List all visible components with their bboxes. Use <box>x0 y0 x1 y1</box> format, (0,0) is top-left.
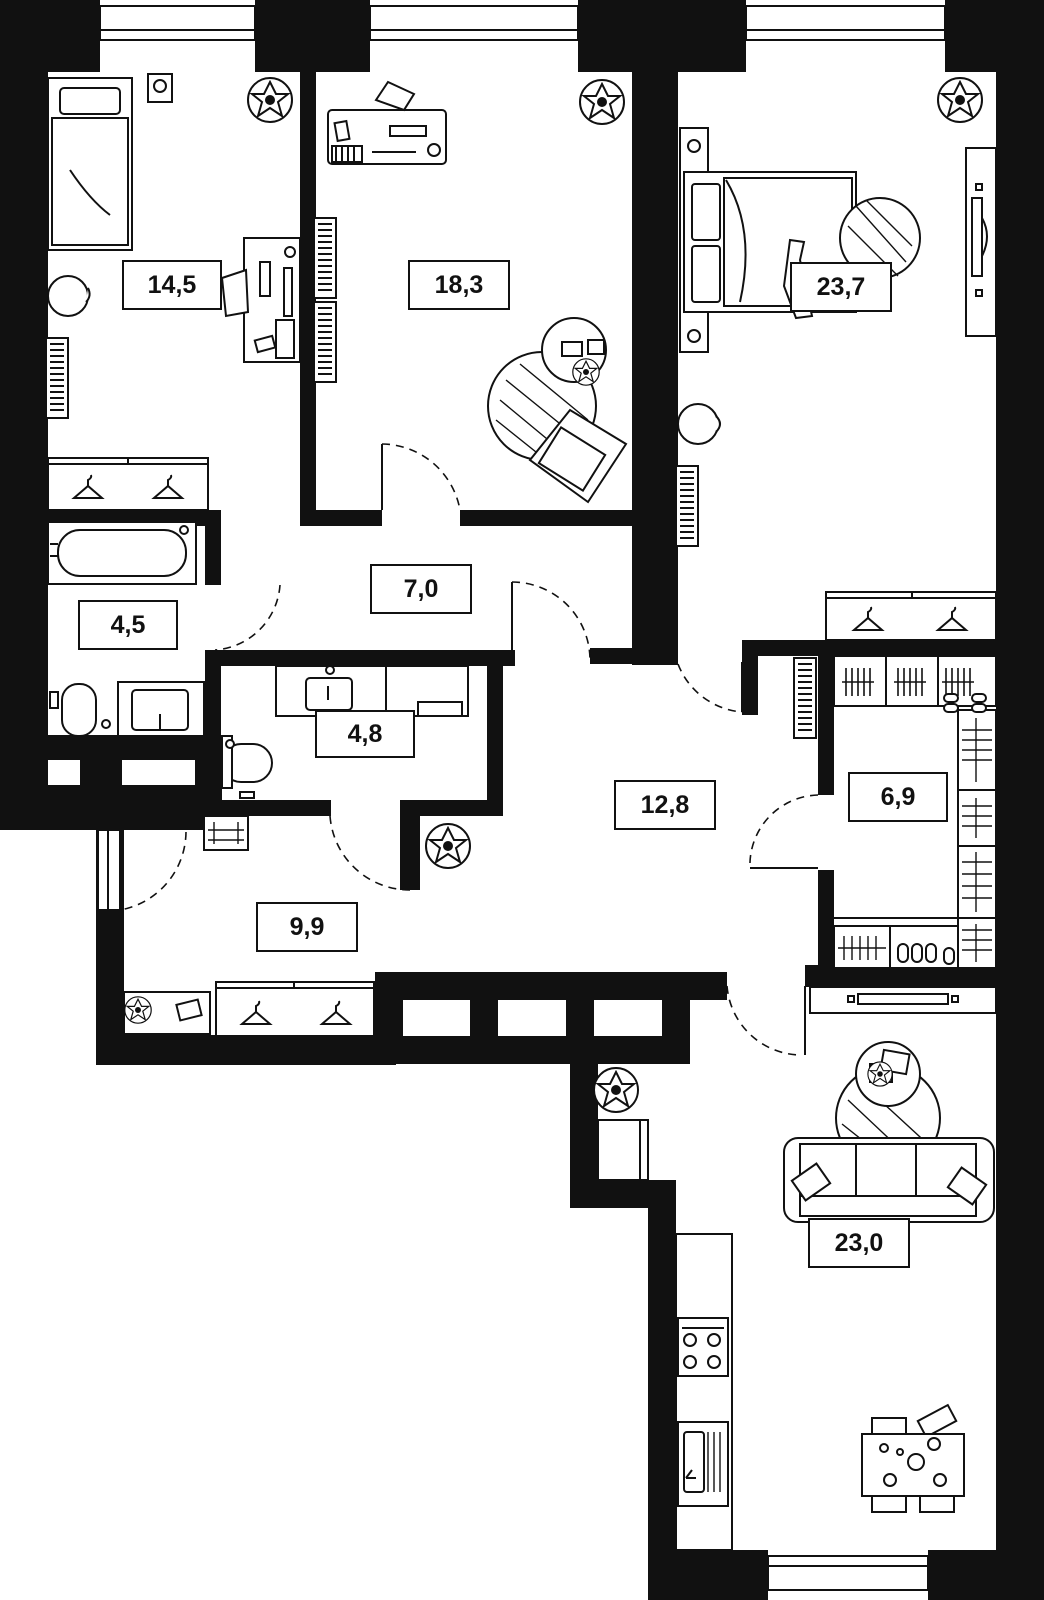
room-area-bedroom-1: 14,5 <box>122 260 222 310</box>
radiator-icon <box>675 465 699 547</box>
shoe-icon <box>943 693 959 703</box>
chair-icon <box>47 275 91 317</box>
plant-icon <box>579 79 625 125</box>
plant-icon <box>572 358 600 386</box>
closet-1 <box>47 457 209 511</box>
room-area-bathroom: 4,5 <box>78 600 178 650</box>
windows <box>97 5 946 1591</box>
bathtub-icon <box>47 521 197 585</box>
radiator-icon <box>313 301 337 383</box>
room-area-entrance: 9,9 <box>256 902 358 952</box>
plant-icon <box>124 996 152 1024</box>
armchair-icon <box>487 317 628 504</box>
dining-table-icon <box>861 1403 965 1513</box>
sink-icon <box>677 1421 729 1507</box>
stove-icon <box>677 1317 729 1377</box>
room-area-bedroom-2: 18,3 <box>408 260 510 310</box>
shelving-icon <box>833 655 997 969</box>
desk-icon <box>327 80 447 165</box>
plant-icon <box>593 1067 639 1113</box>
closet-entrance <box>123 981 375 1037</box>
washing-machine-icon <box>203 815 249 851</box>
door-leaves <box>120 444 818 1055</box>
washing-machine-icon <box>275 665 469 717</box>
plant-icon <box>425 823 471 869</box>
radiator-icon <box>313 217 337 299</box>
bed-icon <box>47 73 173 251</box>
chair-icon <box>677 403 721 445</box>
bed-icon <box>679 127 921 353</box>
sink-icon <box>117 681 205 737</box>
plant-icon <box>867 1061 893 1087</box>
room-area-living-kitchen: 23,0 <box>808 1218 910 1268</box>
closet-3 <box>825 591 997 641</box>
tv-icon <box>809 986 997 1014</box>
desk-icon <box>220 237 301 363</box>
rug-icon <box>835 1041 941 1171</box>
doors <box>119 443 819 1056</box>
toilet-icon <box>49 683 111 737</box>
radiator-icon <box>45 337 69 419</box>
room-area-bedroom-3: 23,7 <box>790 262 892 312</box>
room-area-wardrobe: 6,9 <box>848 772 948 822</box>
tv-icon <box>965 147 997 337</box>
plant-icon <box>247 77 293 123</box>
room-area-toilet: 4,8 <box>315 710 415 758</box>
sofa-icon <box>783 1137 995 1223</box>
radiator-icon <box>793 657 817 739</box>
room-area-hall: 12,8 <box>614 780 716 830</box>
plant-icon <box>937 77 983 123</box>
toilet-icon <box>221 735 273 799</box>
room-area-corridor: 7,0 <box>370 564 472 614</box>
nightstand-icon <box>597 1119 649 1181</box>
